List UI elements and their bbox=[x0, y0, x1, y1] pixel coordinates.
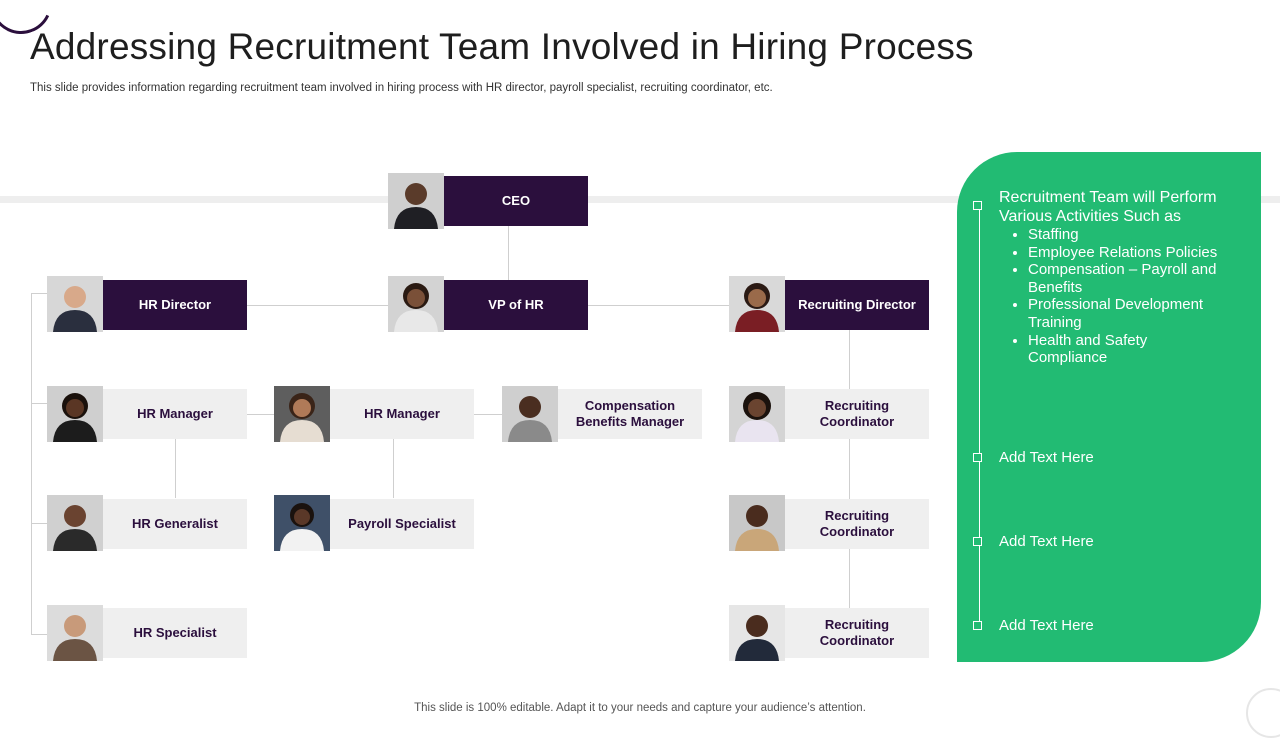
node-hr-generalist: HR Generalist bbox=[103, 499, 247, 549]
recruiting-coordinator-2-photo bbox=[729, 495, 785, 551]
hr-specialist-photo bbox=[47, 605, 103, 661]
node-hr-specialist: HR Specialist bbox=[103, 608, 247, 658]
person-avatar-icon bbox=[47, 386, 103, 442]
connector-manager-payroll bbox=[393, 439, 394, 498]
background-band bbox=[0, 196, 1280, 203]
activities-panel: Recruitment Team will Perform Various Ac… bbox=[957, 152, 1261, 662]
connector-branch-specialist bbox=[31, 634, 47, 635]
activity-item: Employee Relations Policies bbox=[1028, 244, 1228, 262]
node-hr-manager-1: HR Manager bbox=[103, 389, 247, 439]
recruiting-director-photo bbox=[729, 276, 785, 332]
timeline-marker-icon bbox=[973, 453, 982, 462]
timeline-marker-icon bbox=[973, 201, 982, 210]
connector-manager-generalist bbox=[175, 439, 176, 498]
connector-recruiting-chain bbox=[849, 330, 850, 608]
node-recruiting-director: Recruiting Director bbox=[785, 280, 929, 330]
person-avatar-icon bbox=[388, 173, 444, 229]
hr-manager-2-photo bbox=[274, 386, 330, 442]
person-avatar-icon bbox=[729, 386, 785, 442]
ceo-photo bbox=[388, 173, 444, 229]
panel-timeline-line bbox=[979, 206, 980, 626]
person-avatar-icon bbox=[388, 276, 444, 332]
connector-branch-generalist bbox=[31, 523, 47, 524]
person-avatar-icon bbox=[47, 605, 103, 661]
node-hr-director: HR Director bbox=[103, 280, 247, 330]
connector-branch-top bbox=[31, 293, 47, 294]
connector-hr-director-branch bbox=[31, 293, 32, 635]
hr-director-photo bbox=[47, 276, 103, 332]
add-text-placeholder-2[interactable]: Add Text Here bbox=[999, 533, 1094, 550]
hr-generalist-photo bbox=[47, 495, 103, 551]
activity-item: Health and Safety Compliance bbox=[1028, 332, 1228, 367]
slide-footer: This slide is 100% editable. Adapt it to… bbox=[414, 702, 866, 714]
activities-list: Staffing Employee Relations Policies Com… bbox=[999, 226, 1228, 367]
node-ceo: CEO bbox=[444, 176, 588, 226]
timeline-marker-icon bbox=[973, 537, 982, 546]
node-comp-manager: Compensation Benefits Manager bbox=[558, 389, 702, 439]
node-vp-hr: VP of HR bbox=[444, 280, 588, 330]
recruiting-coordinator-1-photo bbox=[729, 386, 785, 442]
person-avatar-icon bbox=[729, 495, 785, 551]
node-recruiting-coordinator-3: Recruiting Coordinator bbox=[785, 608, 929, 658]
slide-title: Addressing Recruitment Team Involved in … bbox=[30, 26, 974, 67]
activity-item: Staffing bbox=[1028, 226, 1228, 244]
activity-item: Compensation – Payroll and Benefits bbox=[1028, 261, 1228, 296]
person-avatar-icon bbox=[729, 276, 785, 332]
comp-manager-photo bbox=[502, 386, 558, 442]
connector-branch-hr-manager bbox=[31, 403, 47, 404]
vp-hr-photo bbox=[388, 276, 444, 332]
activity-item: Professional Development Training bbox=[1028, 296, 1228, 331]
payroll-specialist-photo bbox=[274, 495, 330, 551]
person-avatar-icon bbox=[502, 386, 558, 442]
person-avatar-icon bbox=[274, 386, 330, 442]
node-recruiting-coordinator-2: Recruiting Coordinator bbox=[785, 499, 929, 549]
panel-heading: Recruitment Team will Perform Various Ac… bbox=[999, 189, 1217, 225]
connector-ceo-vp bbox=[508, 226, 509, 280]
hr-manager-1-photo bbox=[47, 386, 103, 442]
node-recruiting-coordinator-1: Recruiting Coordinator bbox=[785, 389, 929, 439]
person-avatar-icon bbox=[274, 495, 330, 551]
timeline-marker-icon bbox=[973, 621, 982, 630]
person-avatar-icon bbox=[47, 276, 103, 332]
add-text-placeholder-3[interactable]: Add Text Here bbox=[999, 617, 1094, 634]
node-hr-manager-2: HR Manager bbox=[330, 389, 474, 439]
person-avatar-icon bbox=[729, 605, 785, 661]
slide-subtitle: This slide provides information regardin… bbox=[30, 82, 773, 94]
recruiting-coordinator-3-photo bbox=[729, 605, 785, 661]
person-avatar-icon bbox=[47, 495, 103, 551]
add-text-placeholder-1[interactable]: Add Text Here bbox=[999, 449, 1094, 466]
node-payroll-specialist: Payroll Specialist bbox=[330, 499, 474, 549]
